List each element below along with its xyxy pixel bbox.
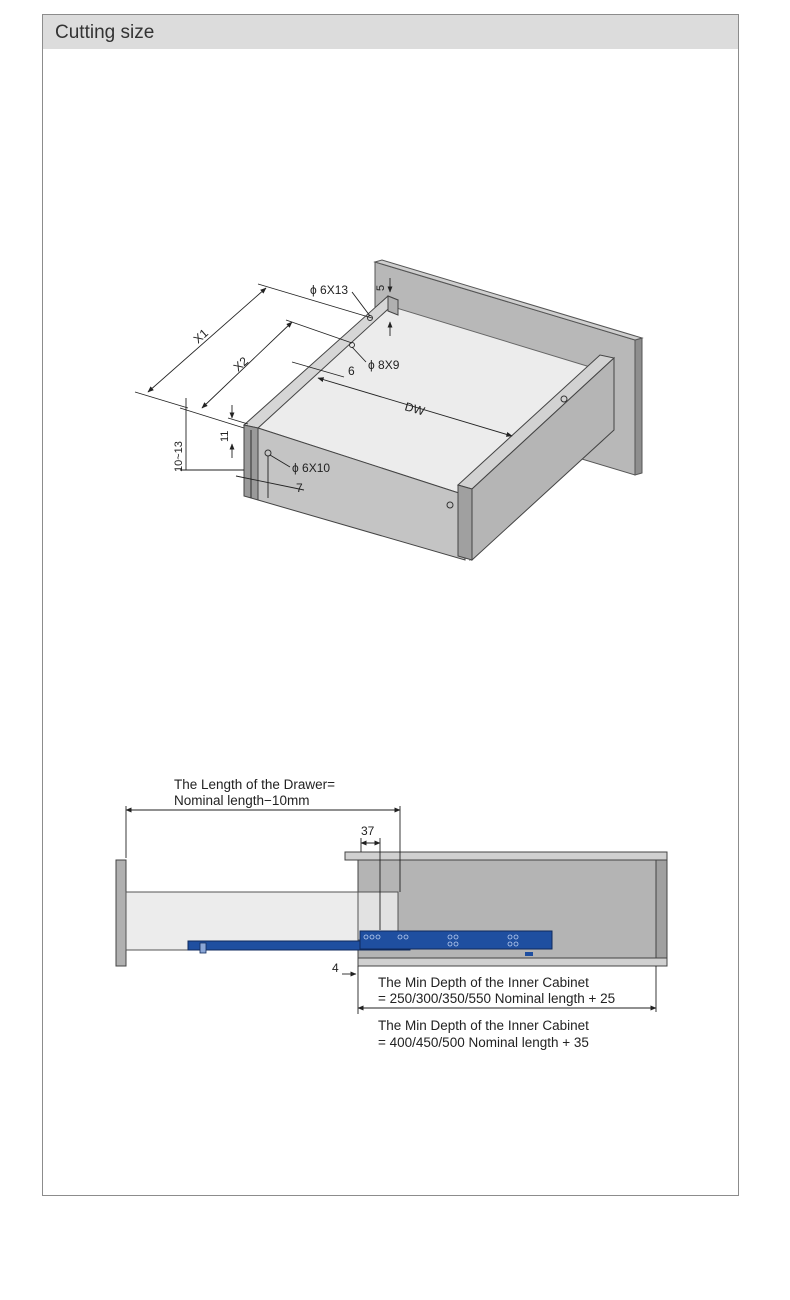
label-hole-6x10: ϕ 6X10 bbox=[292, 461, 330, 475]
min-depth-b-line2: = 400/450/500 Nominal length + 35 bbox=[378, 1035, 589, 1050]
slide-rail-cabinet bbox=[359, 930, 553, 950]
cabinet-back bbox=[655, 859, 668, 967]
drawer-body bbox=[125, 891, 359, 951]
label-dim-10-13: 10~13 bbox=[173, 441, 185, 472]
label-hole-6x13: ϕ 6X13 bbox=[310, 283, 348, 297]
drawer-front-panel bbox=[115, 859, 127, 967]
label-dim-x2: X2 bbox=[231, 354, 252, 374]
min-depth-a-line2: = 250/300/350/550 Nominal length + 25 bbox=[378, 991, 615, 1006]
panel-header: Cutting size bbox=[43, 15, 738, 49]
right-side-front bbox=[457, 484, 473, 561]
min-depth-a-line1: The Min Depth of the Inner Cabinet bbox=[378, 975, 589, 990]
slide-side-diagram: The Length of the Drawer= Nominal length… bbox=[115, 777, 668, 1050]
label-dim-37: 37 bbox=[361, 824, 375, 838]
label-dim-dw: DW bbox=[403, 399, 427, 418]
label-dim-6: 6 bbox=[348, 364, 355, 378]
label-dim-x1: X1 bbox=[191, 326, 212, 346]
label-dim-11: 11 bbox=[219, 431, 231, 442]
panel-title: Cutting size bbox=[55, 22, 155, 43]
back-panel-top bbox=[373, 259, 644, 341]
cabinet-bottom bbox=[357, 957, 668, 967]
slide-end-stop bbox=[525, 952, 533, 956]
label-dim-5: 5 bbox=[375, 285, 387, 291]
slide-clip bbox=[199, 942, 207, 954]
label-hole-8x9: ϕ 8X9 bbox=[368, 358, 400, 372]
right-side-outer bbox=[471, 356, 615, 562]
label-dim-7: 7 bbox=[296, 481, 303, 495]
back-panel-side bbox=[634, 337, 643, 476]
cutting-size-panel: Cutting size bbox=[42, 14, 739, 1196]
label-dim-4: 4 bbox=[332, 961, 339, 975]
left-side-face bbox=[387, 295, 399, 316]
min-depth-b-line1: The Min Depth of the Inner Cabinet bbox=[378, 1018, 589, 1033]
drawer-3d-diagram: ϕ 6X13 5 X1 X2 ϕ 8X9 6 DW 11 10~13 ϕ 6X1… bbox=[134, 259, 644, 562]
hole-marker bbox=[446, 501, 454, 509]
hole-marker bbox=[560, 395, 568, 403]
drawer-length-line2: Nominal length−10mm bbox=[174, 793, 309, 808]
cabinet-top bbox=[344, 851, 668, 861]
drawer-length-line1: The Length of the Drawer= bbox=[174, 777, 335, 792]
